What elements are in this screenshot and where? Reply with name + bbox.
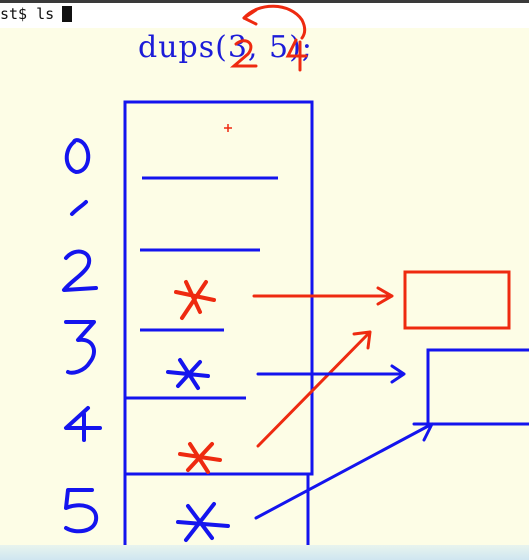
file-object-red bbox=[403, 270, 511, 330]
index-1 bbox=[70, 200, 88, 216]
bottom-edge-band bbox=[0, 545, 529, 560]
fd-table-extension bbox=[123, 472, 310, 560]
index-0 bbox=[64, 138, 91, 174]
terminal-prompt: st$ ls bbox=[0, 5, 55, 23]
terminal-cursor bbox=[62, 6, 72, 22]
pointer-arrows bbox=[252, 286, 434, 520]
index-2 bbox=[62, 249, 98, 292]
arrow-slot2-to-red-file bbox=[252, 286, 394, 306]
arrow-slot5-to-blue-file bbox=[254, 422, 434, 520]
file-object-blue bbox=[426, 348, 529, 426]
swap-arrow-head bbox=[242, 8, 258, 26]
slot-4-star bbox=[178, 442, 222, 474]
swap-curve-arrow bbox=[242, 4, 307, 40]
row-index-labels bbox=[62, 138, 102, 534]
index-3 bbox=[64, 320, 96, 375]
window-top-border bbox=[0, 0, 529, 3]
arg-overwrite-annotations bbox=[229, 4, 308, 72]
terminal-bar: st$ ls bbox=[0, 0, 529, 28]
dups-call-code: dups(3, 5); bbox=[138, 30, 313, 65]
slot-2-star bbox=[174, 280, 216, 320]
overwrite-digit-4 bbox=[285, 38, 308, 72]
arrow-slot3-to-blue-file bbox=[256, 364, 406, 384]
slot-3-star bbox=[166, 358, 210, 390]
slot-5-star bbox=[176, 502, 230, 542]
index-4 bbox=[64, 406, 102, 442]
arrow-slot4-to-red-file bbox=[256, 330, 372, 448]
fd-table bbox=[123, 100, 314, 560]
overwrite-digit-2 bbox=[229, 39, 258, 68]
index-5 bbox=[64, 488, 99, 534]
pen-cursor-mark bbox=[224, 124, 232, 132]
